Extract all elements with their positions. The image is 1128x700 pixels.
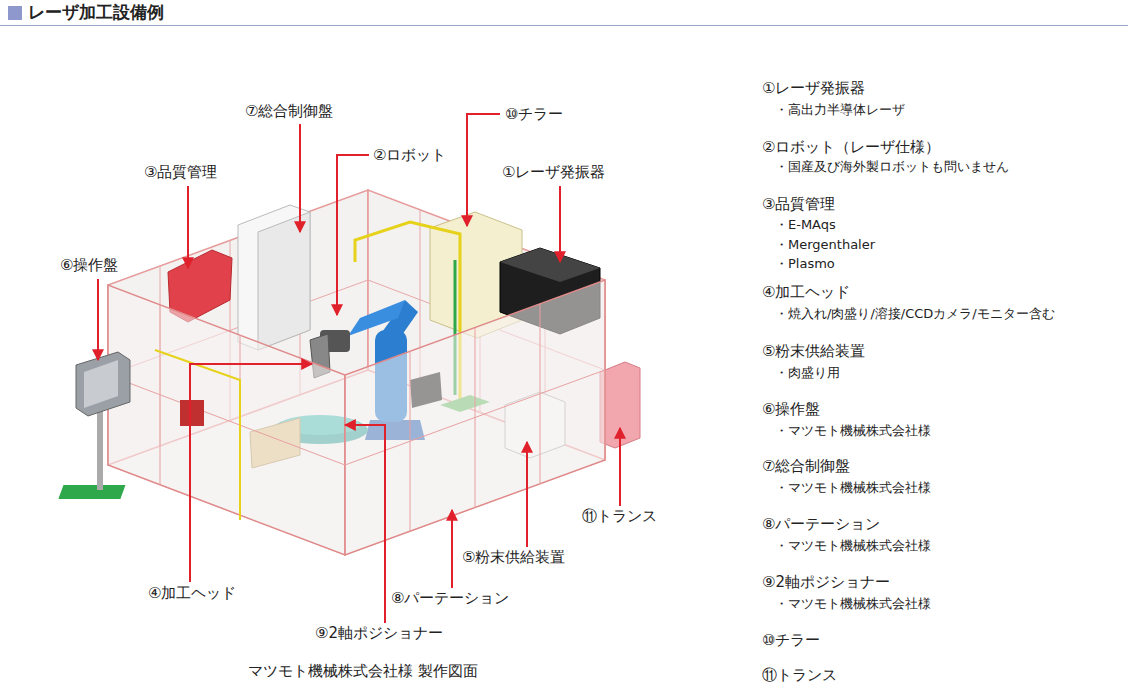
title-square — [8, 6, 22, 20]
part-detail: ・Plasmo — [775, 256, 835, 272]
callout-label: ⑨2軸ポジショナー — [313, 624, 445, 642]
part-heading: ①レーザ発振器 — [762, 79, 865, 97]
part-heading: ⑧パーテーション — [762, 515, 880, 533]
part-heading: ⑩チラー — [762, 631, 820, 649]
laser-cell — [58, 190, 640, 555]
callout-label: ⑧パーテーション — [389, 589, 511, 607]
callout-label: ③品質管理 — [142, 163, 219, 181]
part-detail: ・焼入れ/肉盛り/溶接/CCDカメラ/モニター含む — [775, 306, 1055, 322]
title-rule — [0, 25, 1128, 26]
part-heading: ⑦総合制御盤 — [762, 457, 850, 475]
part-detail: ・Mergenthaler — [775, 237, 875, 253]
part-heading: ⑨2軸ポジショナー — [762, 573, 890, 591]
part-heading: ⑪トランス — [762, 666, 837, 684]
callout-label: ⑦総合制御盤 — [243, 102, 335, 120]
part-detail: ・高出力半導体レーザ — [775, 102, 905, 118]
callout-label: ④加工ヘッド — [146, 584, 238, 602]
callout-label: ⑥操作盤 — [58, 256, 120, 274]
part-heading: ⑥操作盤 — [762, 400, 820, 418]
part-detail: ・マツモト機械株式会社様 — [775, 596, 931, 612]
part-detail: ・マツモト機械株式会社様 — [775, 538, 931, 554]
callout-label: ②ロボット — [371, 146, 448, 164]
part-detail: ・マツモト機械株式会社様 — [775, 423, 931, 439]
part-detail: ・国産及び海外製ロボットも問いません — [775, 159, 1009, 175]
part-heading: ④加工ヘッド — [762, 283, 850, 301]
part-heading: ③品質管理 — [762, 195, 835, 213]
page-title: レーザ加工設備例 — [28, 2, 164, 22]
callout-label: ⑪トランス — [580, 507, 659, 525]
part-detail: ・E-MAqs — [775, 217, 836, 233]
leader-arrows — [98, 114, 620, 623]
part-heading: ⑤粉末供給装置 — [762, 342, 865, 360]
callout-label: ⑤粉末供給装置 — [460, 548, 567, 566]
figure-caption: マツモト機械株式会社様 製作図面 — [248, 662, 478, 680]
part-detail: ・マツモト機械株式会社様 — [775, 480, 931, 496]
part-heading: ②ロボット（レーザ仕様） — [762, 138, 940, 156]
callout-label: ⑩チラー — [503, 105, 565, 123]
part-detail: ・肉盛り用 — [775, 365, 840, 381]
callout-label: ①レーザ発振器 — [500, 163, 607, 181]
